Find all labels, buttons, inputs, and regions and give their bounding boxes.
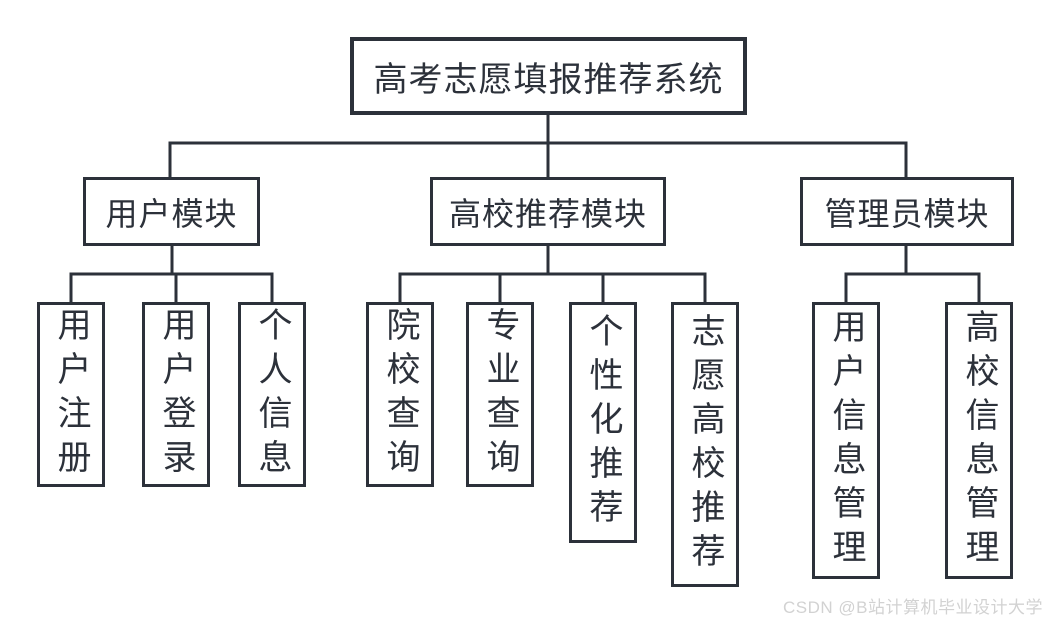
node-user-login-label: 用户登录 xyxy=(157,306,195,483)
node-user-module-label: 用户模块 xyxy=(105,195,238,232)
connector-group xyxy=(69,110,981,305)
node-college-recommend-module: 高校推荐模块 xyxy=(430,177,666,246)
node-personalized-recommend: 个性化推荐 xyxy=(569,302,637,543)
node-major-query-label: 专业查询 xyxy=(481,306,519,483)
node-personal-info: 个人信息 xyxy=(238,302,306,487)
node-volunteer-college-recommend: 志愿高校推荐 xyxy=(671,302,739,587)
node-college-query-label: 院校查询 xyxy=(381,306,419,483)
node-admin-module-label: 管理员模块 xyxy=(824,195,990,232)
node-user-module: 用户模块 xyxy=(83,177,260,246)
node-user-info-manage-label: 用户信息管理 xyxy=(827,308,865,573)
node-user-register-label: 用户注册 xyxy=(52,306,90,483)
node-personalized-recommend-label: 个性化推荐 xyxy=(584,312,622,533)
node-admin-module: 管理员模块 xyxy=(800,177,1014,246)
node-volunteer-college-recommend-label: 志愿高校推荐 xyxy=(686,312,724,577)
node-user-register: 用户注册 xyxy=(37,302,105,487)
node-college-recommend-module-label: 高校推荐模块 xyxy=(448,195,647,232)
node-college-query: 院校查询 xyxy=(366,302,434,487)
watermark-text: CSDN @B站计算机毕业设计大学 xyxy=(783,598,1043,617)
node-user-info-manage: 用户信息管理 xyxy=(812,302,880,579)
node-root: 高考志愿填报推荐系统 xyxy=(350,37,747,115)
node-personal-info-label: 个人信息 xyxy=(253,306,291,483)
node-root-label: 高考志愿填报推荐系统 xyxy=(373,60,724,99)
node-college-info-manage: 高校信息管理 xyxy=(945,302,1013,579)
node-college-info-manage-label: 高校信息管理 xyxy=(960,308,998,573)
node-major-query: 专业查询 xyxy=(466,302,534,487)
node-user-login: 用户登录 xyxy=(142,302,210,487)
